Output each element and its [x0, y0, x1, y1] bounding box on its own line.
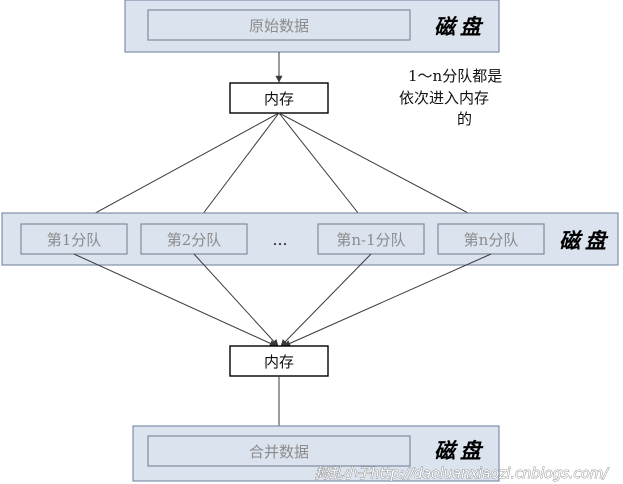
middle-disk-label: 磁盘 — [559, 228, 611, 253]
watermark: 捣乱小子http://daoluanxiaozi.cnblogs.com/ — [315, 466, 610, 482]
queue-ellipsis: … — [273, 231, 288, 249]
queue-n-1-box — [317, 223, 425, 255]
arrow-queue-n-to-memory — [283, 253, 492, 347]
note-line-3: 的 — [457, 110, 472, 128]
merged-data-label: 合并数据 — [249, 443, 309, 461]
order-note: 1～n分队都是 依次进入内存 的 — [399, 67, 502, 128]
arrow-memory-to-queue-2 — [195, 112, 280, 224]
arrow-memory-to-queue-1 — [76, 112, 280, 224]
arrow-memory-to-queue-n-1 — [278, 112, 367, 224]
queue-1-label: 第1分队 — [47, 231, 102, 249]
middle-disk-panel: 第1分队 第2分队 … 第n-1分队 第n分队 磁盘 — [1, 212, 619, 266]
top-disk-panel: 原始数据 磁盘 — [124, 0, 500, 53]
arrow-queue-1-to-memory — [73, 253, 277, 347]
queue-2-label: 第2分队 — [167, 231, 222, 249]
note-line-1: 1～n分队都是 — [408, 67, 502, 85]
memory-bottom: 内存 — [229, 345, 329, 377]
memory-bottom-label: 内存 — [264, 353, 294, 371]
note-line-2: 依次进入内存 — [399, 89, 489, 107]
memory-bottom-box — [229, 345, 329, 377]
bottom-disk-panel: 合并数据 磁盘 — [132, 425, 500, 482]
arrow-queue-2-to-memory — [193, 253, 279, 347]
arrow-memory-to-queue-n — [278, 112, 488, 224]
merged-data-box — [147, 435, 411, 467]
memory-top-label: 内存 — [264, 90, 294, 108]
arrows-memory-to-queues — [76, 112, 488, 224]
top-disk-label: 磁盘 — [434, 14, 486, 39]
queue-n-1-label: 第n-1分队 — [336, 231, 405, 249]
bottom-disk-label: 磁盘 — [434, 438, 486, 463]
queue-2-box — [140, 223, 248, 255]
queue-n-box — [437, 223, 545, 255]
queue-n-label: 第n分队 — [464, 231, 519, 249]
original-data-box — [147, 9, 411, 41]
original-data-label: 原始数据 — [249, 17, 309, 35]
arrow-queue-n-1-to-memory — [280, 253, 372, 347]
arrows-queues-to-memory — [73, 253, 492, 347]
queue-1-box — [20, 223, 128, 255]
memory-top: 内存 — [229, 82, 329, 114]
